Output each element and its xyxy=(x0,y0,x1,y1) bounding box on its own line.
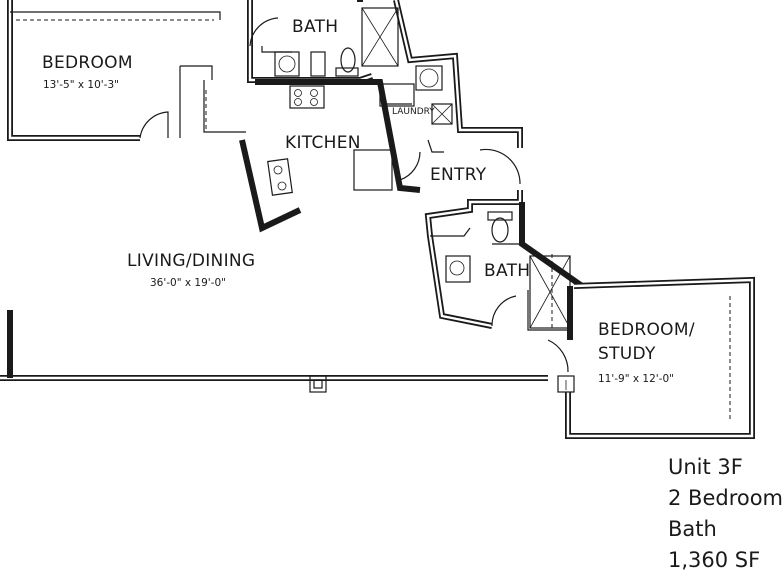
label-bath-1: BATH xyxy=(292,17,338,37)
fixtures xyxy=(267,7,575,393)
unit-number: Unit 3F xyxy=(668,455,743,479)
dims-living-dining: 36'-0" x 19'-0" xyxy=(150,277,226,289)
label-bedroom-study-line1: BEDROOM/ xyxy=(598,320,695,340)
room-labels: BEDROOM 13'-5" x 10'-3" BATH KITCHEN LAU… xyxy=(42,17,695,385)
dims-bedroom-study: 11'-9" x 12'-0" xyxy=(598,373,674,385)
dims-bedroom: 13'-5" x 10'-3" xyxy=(43,79,119,91)
unit-bedrooms: 2 Bedroom xyxy=(668,486,783,510)
exterior-walls xyxy=(0,0,755,439)
label-bedroom-study-line2: STUDY xyxy=(598,344,656,364)
label-laundry: LAUNDRY xyxy=(392,107,435,117)
label-entry: ENTRY xyxy=(430,165,487,185)
label-bedroom: BEDROOM xyxy=(42,53,133,73)
label-bath-2: BATH xyxy=(484,261,530,281)
unit-summary: Unit 3F 2 Bedroom Bath 1,360 SF xyxy=(668,452,783,576)
doors xyxy=(139,17,569,373)
unit-bath: Bath xyxy=(668,517,717,541)
label-kitchen: KITCHEN xyxy=(285,133,361,153)
label-living-dining: LIVING/DINING xyxy=(127,251,255,271)
unit-square-feet: 1,360 SF xyxy=(668,548,761,572)
